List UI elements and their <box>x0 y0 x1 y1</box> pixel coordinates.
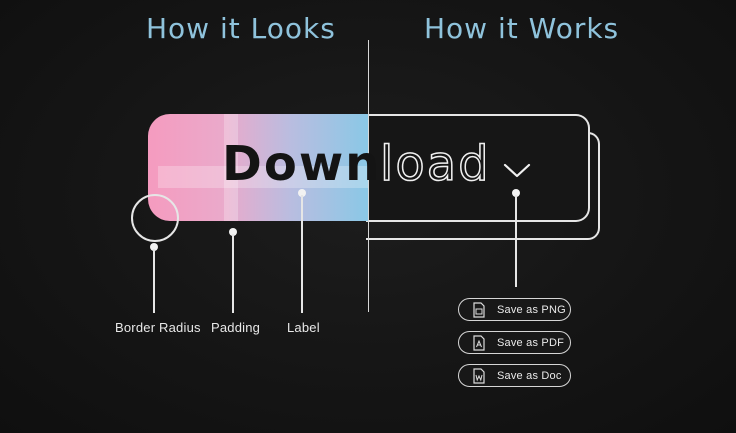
dropdown-pointer-dot <box>512 189 520 197</box>
how-it-works-heading: How it Works <box>424 12 620 45</box>
label-annotation: Label <box>287 320 320 335</box>
border-radius-annotation: Border Radius <box>115 320 201 335</box>
doc-file-icon <box>473 367 485 384</box>
save-as-doc-option[interactable]: Save as Doc <box>458 364 571 387</box>
border-radius-pointer-dot <box>150 243 158 251</box>
dropdown-pointer-line <box>515 195 517 287</box>
border-radius-pointer-line <box>153 249 155 313</box>
download-button-styled <box>148 114 368 221</box>
pdf-file-icon <box>473 334 485 351</box>
how-it-looks-heading: How it Looks <box>146 12 336 45</box>
save-as-doc-label: Save as Doc <box>497 369 562 382</box>
padding-horizontal-guide <box>158 166 368 188</box>
padding-pointer-dot <box>229 228 237 236</box>
image-file-icon <box>473 301 485 318</box>
padding-annotation: Padding <box>211 320 261 335</box>
button-label-styled: Down <box>222 136 382 192</box>
download-button-wireframe <box>366 114 590 222</box>
label-pointer-dot <box>298 189 306 197</box>
save-as-png-label: Save as PNG <box>497 303 566 316</box>
save-as-pdf-option[interactable]: Save as PDF <box>458 331 571 354</box>
padding-pointer-line <box>232 234 234 313</box>
section-divider <box>368 40 369 312</box>
chevron-down-icon <box>503 163 531 178</box>
save-as-png-option[interactable]: Save as PNG <box>458 298 571 321</box>
padding-vertical-guide <box>224 114 238 221</box>
label-pointer-line <box>301 195 303 313</box>
border-radius-indicator <box>131 194 179 242</box>
button-label-outlined: load <box>379 135 491 193</box>
save-as-pdf-label: Save as PDF <box>497 336 565 349</box>
